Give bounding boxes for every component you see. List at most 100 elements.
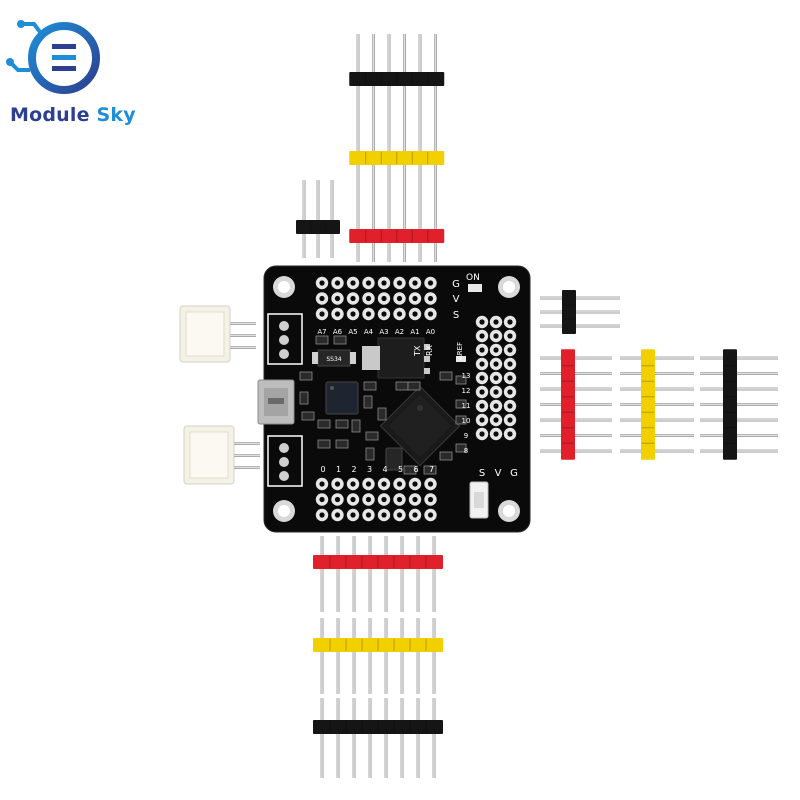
pin-label: 6 [413, 465, 418, 474]
mounting-hole-icon [273, 276, 520, 522]
smd-part [363, 395, 373, 409]
on-label: ON [466, 273, 480, 283]
voltage-regulator [362, 337, 430, 379]
diode: SS34 [312, 349, 356, 367]
header-strip-top-yellow [349, 112, 445, 192]
header-pin [620, 418, 694, 422]
smd-part [395, 381, 409, 391]
header-strip-top-red [349, 190, 445, 262]
pin-label: A0 [426, 328, 435, 336]
brand-name: Module Sky [10, 104, 136, 126]
header-housing [313, 720, 443, 734]
header-strip-right-black [700, 349, 778, 460]
header-pin [384, 618, 388, 694]
smd-part [299, 371, 313, 381]
header-pin [620, 356, 694, 360]
header-strip-bottom-red [313, 536, 443, 612]
header-pin [700, 434, 778, 437]
header-pin [432, 618, 436, 694]
smd-part [317, 419, 331, 429]
pin-label: V [453, 294, 460, 305]
smd-part [423, 465, 437, 475]
header-housing [296, 220, 340, 234]
header-pin [387, 190, 391, 262]
smd-part [335, 439, 349, 449]
header-pin [540, 372, 612, 375]
header-pin [700, 418, 778, 422]
brand-name-part2: Sky [96, 104, 136, 126]
header-housing [562, 290, 576, 334]
header-strip-bottom-black [313, 698, 443, 778]
header-pin [368, 698, 372, 778]
pin-label: 4 [382, 465, 387, 474]
header-pin [356, 190, 360, 262]
header-pin [352, 618, 356, 694]
header-strip-top-black [349, 34, 445, 112]
jst-footprint-bottom [267, 435, 303, 487]
header-pin [320, 536, 324, 612]
pin-label: 5 [398, 465, 403, 474]
smd-part [455, 415, 467, 425]
header-pin [700, 372, 778, 375]
header-pin [700, 387, 778, 391]
tx-label: TX [413, 345, 422, 357]
pin-label: S [479, 468, 485, 479]
pin-label: A5 [348, 328, 357, 336]
header-housing [723, 349, 737, 460]
header-strip-bottom-yellow [313, 618, 443, 694]
pin-label: 3 [367, 465, 372, 474]
header-pin [620, 449, 694, 453]
pin-label: 11 [462, 402, 471, 410]
tx-led [456, 356, 466, 362]
header-housing [561, 349, 575, 460]
jst-connector-top [179, 305, 256, 363]
smd-part [351, 419, 361, 433]
header-strip-3pin-horizontal [540, 290, 620, 334]
header-pin [320, 698, 324, 778]
header-pin [384, 698, 388, 778]
smd-components [299, 335, 467, 475]
header-pin [700, 403, 778, 406]
smd-part [455, 399, 467, 409]
pin-label: 0 [320, 465, 325, 474]
diode-label: SS34 [326, 356, 341, 363]
crystal [385, 447, 403, 471]
header-pin [620, 403, 694, 406]
pin-label: 10 [462, 417, 471, 425]
header-pin [700, 449, 778, 453]
header-housing [313, 555, 443, 569]
power-row-labels: GVS [452, 279, 460, 321]
micro-usb-port [257, 379, 295, 425]
pin-label: 2 [351, 465, 356, 474]
header-pin [384, 536, 388, 612]
pin-label: 7 [429, 465, 434, 474]
usb-serial-chip [325, 381, 359, 415]
header-pin [400, 536, 404, 612]
header-housing [349, 151, 445, 165]
header-pin [620, 387, 694, 391]
header-pin [336, 536, 340, 612]
header-pin [316, 180, 320, 258]
header-pin [352, 536, 356, 612]
pin-label: S [453, 310, 459, 321]
aref-label: AREF [456, 342, 464, 360]
smd-part [299, 391, 309, 405]
header-pin [540, 310, 620, 314]
pin-label: V [495, 468, 502, 479]
header-pin [418, 190, 422, 262]
pin-label: 8 [464, 447, 468, 455]
smd-part [335, 419, 349, 429]
brand-name-part1: Module [10, 104, 90, 126]
header-pin [400, 618, 404, 694]
header-pin [416, 698, 420, 778]
microcontroller-chip [379, 385, 461, 467]
smd-part [365, 447, 375, 461]
header-pin [372, 190, 375, 262]
on-led [468, 284, 482, 292]
smd-part [439, 451, 453, 461]
smd-part [455, 443, 467, 453]
